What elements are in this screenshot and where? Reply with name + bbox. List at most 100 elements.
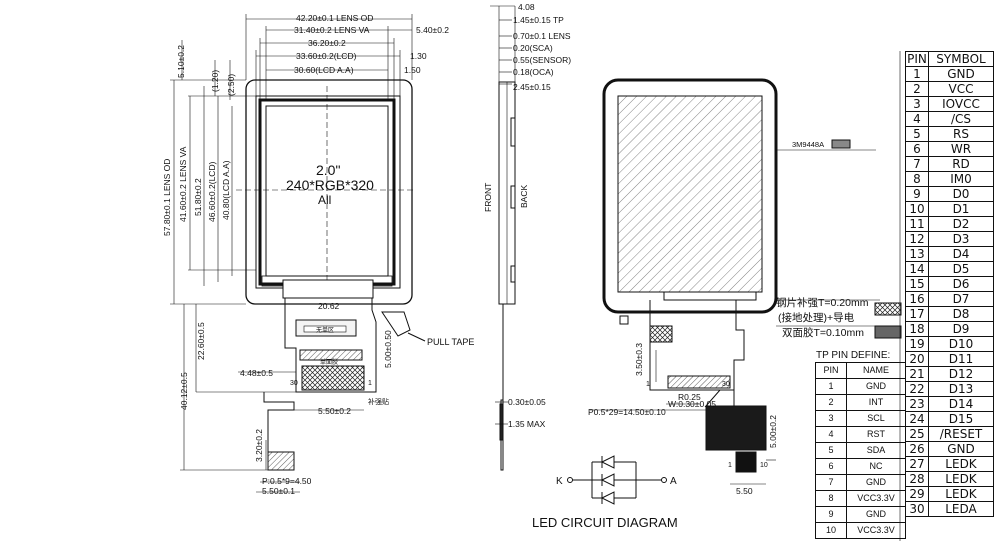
- screen-size: 2.0": [316, 162, 340, 178]
- dim-550b: 5.50±0.1: [262, 486, 295, 496]
- pin-row-pin: 30: [905, 501, 929, 517]
- tp-pin-row-pin: 4: [815, 426, 847, 443]
- tp-pin-row-pin: 9: [815, 506, 847, 523]
- dim-va-height: 51.80±0.2: [193, 178, 203, 216]
- tp-pin-row-name: VCC3.3V: [846, 522, 906, 539]
- thickness-tp: 1.45±0.15 TP: [513, 15, 564, 25]
- back-pin-1: 1: [646, 381, 650, 388]
- pin-row-pin: 28: [905, 471, 929, 487]
- dim-500-back: 5.00±0.2: [768, 415, 778, 448]
- thickness-lcd: 2.45±0.15: [513, 82, 551, 92]
- thickness-total: 4.08: [518, 2, 535, 12]
- tp-pin-row-name: NC: [846, 458, 906, 475]
- dim-lens-od-width: 42.20±0.1 LENS OD: [296, 13, 373, 23]
- dim-lens-va-height: 41.60±0.2 LENS VA: [178, 146, 188, 222]
- pin-row-symbol: D11: [928, 351, 994, 367]
- front-pin-1: 1: [368, 380, 372, 387]
- pin-row-pin: 1: [905, 66, 929, 82]
- pin-row-pin: 25: [905, 426, 929, 442]
- pin-row-pin: 27: [905, 456, 929, 472]
- dim-pitch-back: P0.5*29=14.50±0.10: [588, 407, 666, 417]
- pin-row-pin: 19: [905, 336, 929, 352]
- dim-top-offset: 5.10±0.2: [176, 45, 186, 78]
- pin-row-symbol: IM0: [928, 171, 994, 187]
- fpc-label: 无单区: [316, 326, 334, 334]
- tp-pin-row-name: RST: [846, 426, 906, 443]
- pin-row-symbol: WR: [928, 141, 994, 157]
- pin-row: 4/CS: [905, 111, 994, 127]
- tp-pin-row-pin: 7: [815, 474, 847, 491]
- dim-lcd-offset: 1.30: [410, 51, 427, 61]
- pin-row-symbol: D8: [928, 306, 994, 322]
- dim-aa-offset: 1.50: [404, 65, 421, 75]
- dim-lcd-aa-width: 30.60(LCD A.A): [294, 65, 354, 75]
- pin-header: PIN: [905, 51, 929, 67]
- pin-row-symbol: D15: [928, 411, 994, 427]
- front-label: FRONT: [483, 183, 493, 212]
- pin-row-pin: 24: [905, 411, 929, 427]
- pin-row-symbol: D4: [928, 246, 994, 262]
- dim-top-120: (1.20): [210, 70, 220, 92]
- pin-row-symbol: LEDK: [928, 471, 994, 487]
- pin-row-symbol: IOVCC: [928, 96, 994, 112]
- dim-fpc-width: 20.62: [318, 301, 340, 311]
- thickness-lens: 0.70±0.1 LENS: [513, 31, 571, 41]
- thickness-sensor: 0.55(SENSOR): [513, 55, 571, 65]
- led-k-label: K: [556, 476, 563, 487]
- front-view-labels: 42.20±0.1 LENS OD 31.40±0.2 LENS VA 5.40…: [162, 13, 474, 496]
- tp-pin-row-pin: 8: [815, 490, 847, 507]
- pin-row-symbol: /CS: [928, 111, 994, 127]
- tp-pin-row-name: GND: [846, 506, 906, 523]
- tp-pin-row-name: SCL: [846, 410, 906, 427]
- pin-row-symbol: D2: [928, 216, 994, 232]
- dim-lcd-width: 33.60±0.2(LCD): [296, 51, 357, 61]
- stiffener-label: 补强贴: [368, 397, 389, 406]
- thickness-max: 1.35 MAX: [508, 419, 546, 429]
- symbol-header: SYMBOL: [928, 51, 994, 67]
- thickness-oca: 0.18(OCA): [513, 67, 554, 77]
- pin-row-pin: 9: [905, 186, 929, 202]
- thickness-fpc: 0.30±0.05: [508, 397, 546, 407]
- pin-row-symbol: D10: [928, 336, 994, 352]
- pin-row-pin: 17: [905, 306, 929, 322]
- pin-row-pin: 22: [905, 381, 929, 397]
- dim-top-250: (2.50): [226, 74, 236, 96]
- thickness-sca: 0.20(SCA): [513, 43, 553, 53]
- pin-row-symbol: LEDK: [928, 456, 994, 472]
- pin-row-symbol: D5: [928, 261, 994, 277]
- pin-row-pin: 4: [905, 111, 929, 127]
- pin-row-symbol: D3: [928, 231, 994, 247]
- tp-name-header: NAME: [846, 362, 906, 379]
- dim-lens-od-height: 57.80±0.1 LENS OD: [162, 159, 172, 236]
- pin-row-pin: 18: [905, 321, 929, 337]
- dim-4012: 40.12±0.5: [179, 372, 189, 410]
- back-label: BACK: [519, 185, 529, 208]
- tp-pin-header: PIN: [815, 362, 847, 379]
- pin-row-pin: 2: [905, 81, 929, 97]
- pin-table-header: PIN SYMBOL: [905, 51, 994, 67]
